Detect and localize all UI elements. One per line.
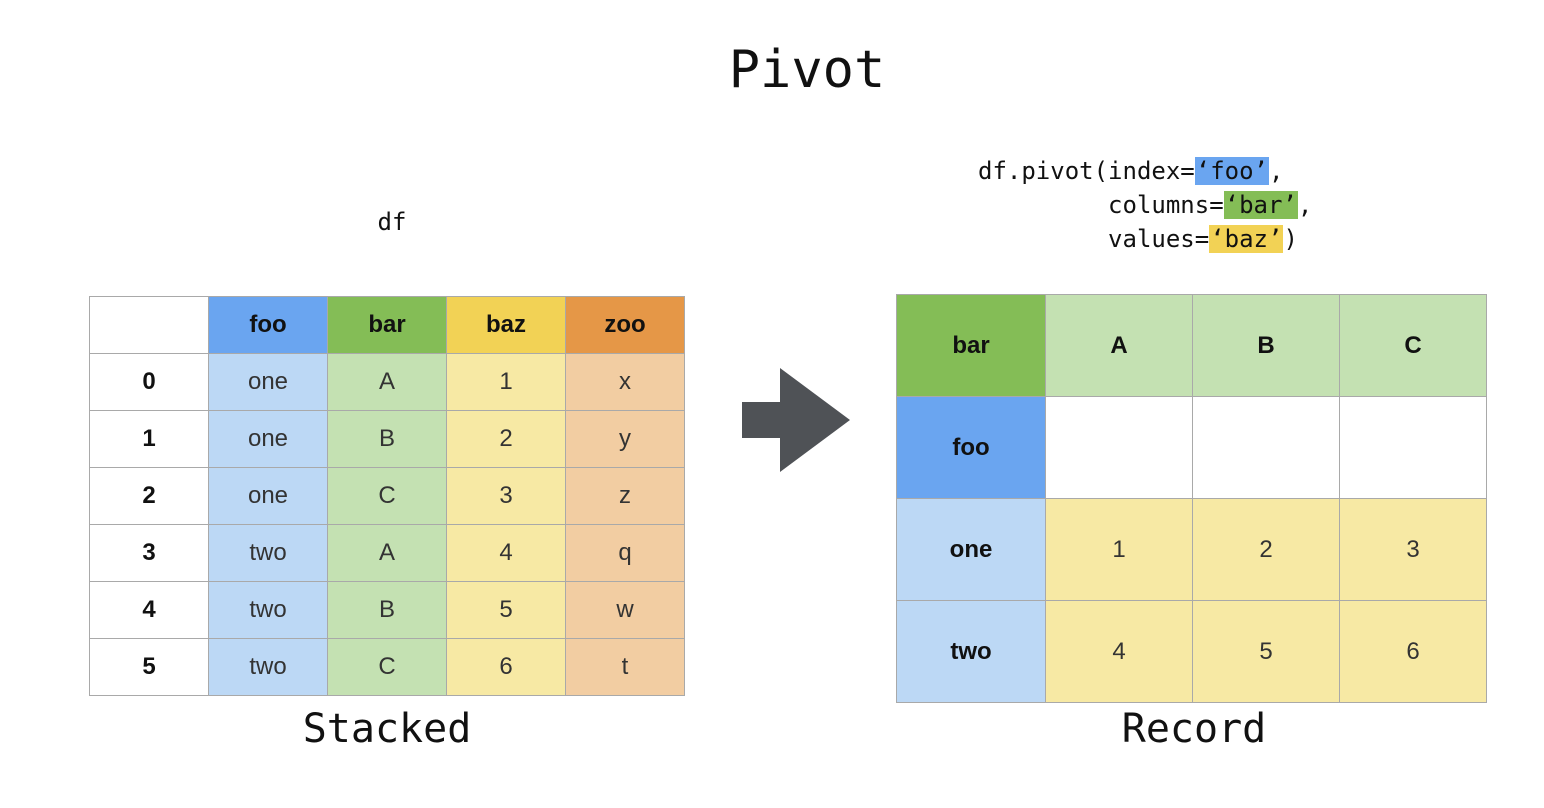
table-row: 5 two C 6 t (89, 638, 685, 696)
columns-argument: ‘bar’ (1223, 191, 1298, 219)
record-value-cell: 5 (1192, 600, 1340, 703)
stacked-table: foo bar baz zoo 0 one A 1 x 1 one B 2 y … (89, 296, 685, 696)
foo-cell: one (208, 467, 328, 525)
code-line3-prefix: values= (978, 225, 1210, 253)
bar-cell: B (327, 581, 447, 639)
code-line3-suffix: ) (1283, 225, 1298, 253)
table-row: two 4 5 6 (896, 600, 1487, 703)
stacked-header-zoo: zoo (565, 296, 685, 354)
row-index: 2 (89, 467, 209, 525)
baz-cell: 6 (446, 638, 566, 696)
stacked-caption: Stacked (302, 706, 472, 752)
baz-cell: 2 (446, 410, 566, 468)
foo-cell: two (208, 524, 328, 582)
record-column-header: B (1192, 294, 1340, 397)
stacked-header-foo: foo (208, 296, 328, 354)
pivot-code: df.pivot(index=‘foo’, columns=‘bar’, val… (978, 154, 1312, 256)
row-index: 5 (89, 638, 209, 696)
code-line-index: df.pivot(index=‘foo’, (978, 154, 1312, 188)
zoo-cell: x (565, 353, 685, 411)
record-empty-cell (1045, 396, 1193, 499)
table-row: 3 two A 4 q (89, 524, 685, 582)
zoo-cell: t (565, 638, 685, 696)
foo-cell: one (208, 353, 328, 411)
record-column-header: C (1339, 294, 1487, 397)
page-title: Pivot (728, 40, 886, 100)
table-row: 4 two B 5 w (89, 581, 685, 639)
foo-cell: one (208, 410, 328, 468)
zoo-cell: q (565, 524, 685, 582)
right-arrow-icon (742, 368, 850, 472)
record-row-label: one (896, 498, 1046, 601)
bar-cell: A (327, 353, 447, 411)
baz-cell: 5 (446, 581, 566, 639)
row-index: 1 (89, 410, 209, 468)
table-row: 2 one C 3 z (89, 467, 685, 525)
code-line1-suffix: , (1269, 157, 1284, 185)
zoo-cell: w (565, 581, 685, 639)
record-row-label: two (896, 600, 1046, 703)
index-argument: ‘foo’ (1194, 157, 1269, 185)
table-row: 1 one B 2 y (89, 410, 685, 468)
code-line-values: values=‘baz’) (978, 222, 1312, 256)
record-header-row: bar A B C (896, 294, 1487, 397)
foo-cell: two (208, 638, 328, 696)
record-index-header: foo (896, 396, 1046, 499)
code-line-columns: columns=‘bar’, (978, 188, 1312, 222)
record-column-header: A (1045, 294, 1193, 397)
row-index: 4 (89, 581, 209, 639)
stacked-header-row: foo bar baz zoo (89, 296, 685, 354)
zoo-cell: z (565, 467, 685, 525)
code-line2-suffix: , (1297, 191, 1313, 219)
foo-cell: two (208, 581, 328, 639)
bar-cell: B (327, 410, 447, 468)
baz-cell: 4 (446, 524, 566, 582)
stacked-header-baz: baz (446, 296, 566, 354)
row-index: 0 (89, 353, 209, 411)
bar-cell: C (327, 638, 447, 696)
record-value-cell: 3 (1339, 498, 1487, 601)
record-empty-cell (1339, 396, 1487, 499)
bar-cell: A (327, 524, 447, 582)
record-caption: Record (1121, 706, 1267, 752)
baz-cell: 3 (446, 467, 566, 525)
record-table: bar A B C foo one 1 2 3 two 4 5 6 (896, 294, 1487, 703)
table-row: one 1 2 3 (896, 498, 1487, 601)
zoo-cell: y (565, 410, 685, 468)
record-index-header-row: foo (896, 396, 1487, 499)
stacked-header-bar: bar (327, 296, 447, 354)
table-row: 0 one A 1 x (89, 353, 685, 411)
dataframe-label: df (377, 208, 407, 236)
record-empty-cell (1192, 396, 1340, 499)
bar-cell: C (327, 467, 447, 525)
baz-cell: 1 (446, 353, 566, 411)
code-line2-prefix: columns= (978, 191, 1224, 219)
row-index: 3 (89, 524, 209, 582)
record-value-cell: 2 (1192, 498, 1340, 601)
record-value-cell: 6 (1339, 600, 1487, 703)
values-argument: ‘baz’ (1209, 225, 1284, 253)
record-value-cell: 4 (1045, 600, 1193, 703)
stacked-corner-cell (89, 296, 209, 354)
record-corner-header: bar (896, 294, 1046, 397)
record-value-cell: 1 (1045, 498, 1193, 601)
code-line1-prefix: df.pivot(index= (978, 157, 1195, 185)
